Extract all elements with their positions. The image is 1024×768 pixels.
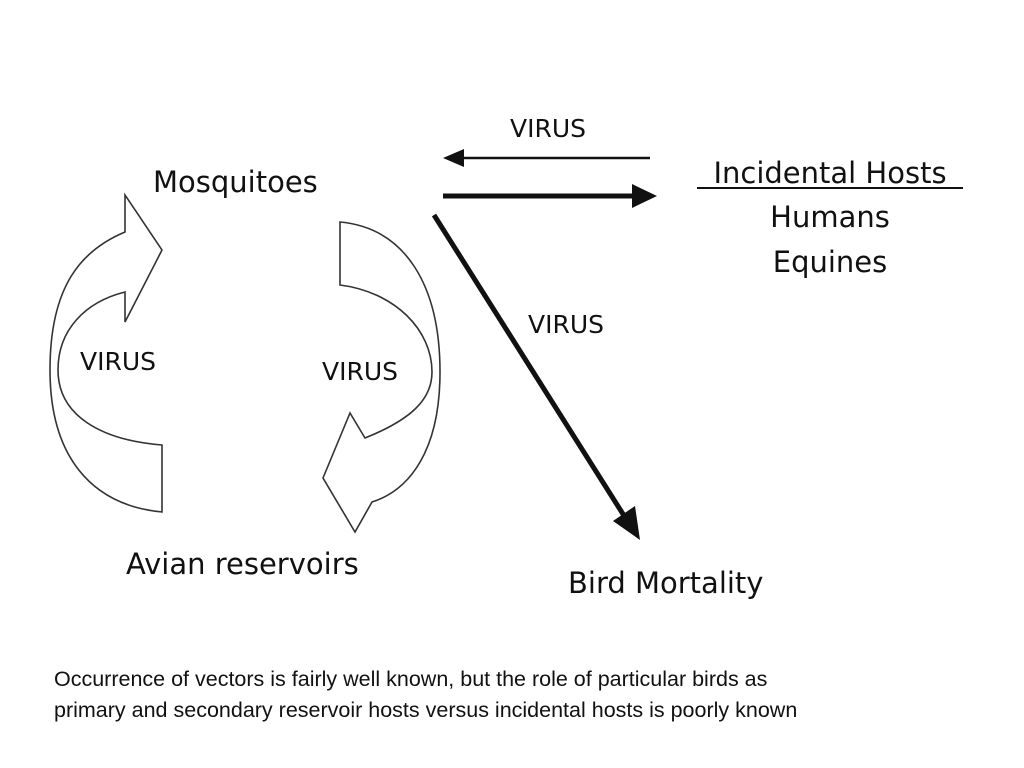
arrowhead-to-incidental-hosts bbox=[632, 184, 657, 208]
incidental-host-humans: Humans bbox=[770, 200, 890, 234]
arrowhead-to-mosquitoes bbox=[443, 149, 464, 167]
mosquitoes-label: Mosquitoes bbox=[153, 165, 318, 199]
bird-mortality-label: Bird Mortality bbox=[568, 566, 763, 600]
virus-arrow-to-bird-mortality bbox=[431, 213, 631, 524]
caption-line-2: primary and secondary reservoir hosts ve… bbox=[54, 698, 798, 722]
virus-label-left-cycle: VIRUS bbox=[80, 347, 156, 376]
incidental-host-equines: Equines bbox=[773, 245, 888, 279]
virus-label-horizontal: VIRUS bbox=[510, 114, 586, 143]
transmission-diagram: Mosquitoes Avian reservoirs Bird Mortali… bbox=[49, 114, 963, 600]
right-cycle-arrow bbox=[322, 221, 441, 534]
caption: Occurrence of vectors is fairly well kno… bbox=[54, 664, 984, 726]
caption-line-1: Occurrence of vectors is fairly well kno… bbox=[54, 667, 768, 691]
virus-label-right-cycle: VIRUS bbox=[322, 357, 398, 386]
left-cycle-arrow bbox=[49, 192, 163, 513]
avian-reservoirs-label: Avian reservoirs bbox=[126, 547, 359, 581]
incidental-hosts-title: Incidental Hosts bbox=[713, 156, 946, 190]
virus-label-diagonal: VIRUS bbox=[528, 310, 604, 339]
arrowhead-to-bird-mortality bbox=[613, 506, 640, 540]
